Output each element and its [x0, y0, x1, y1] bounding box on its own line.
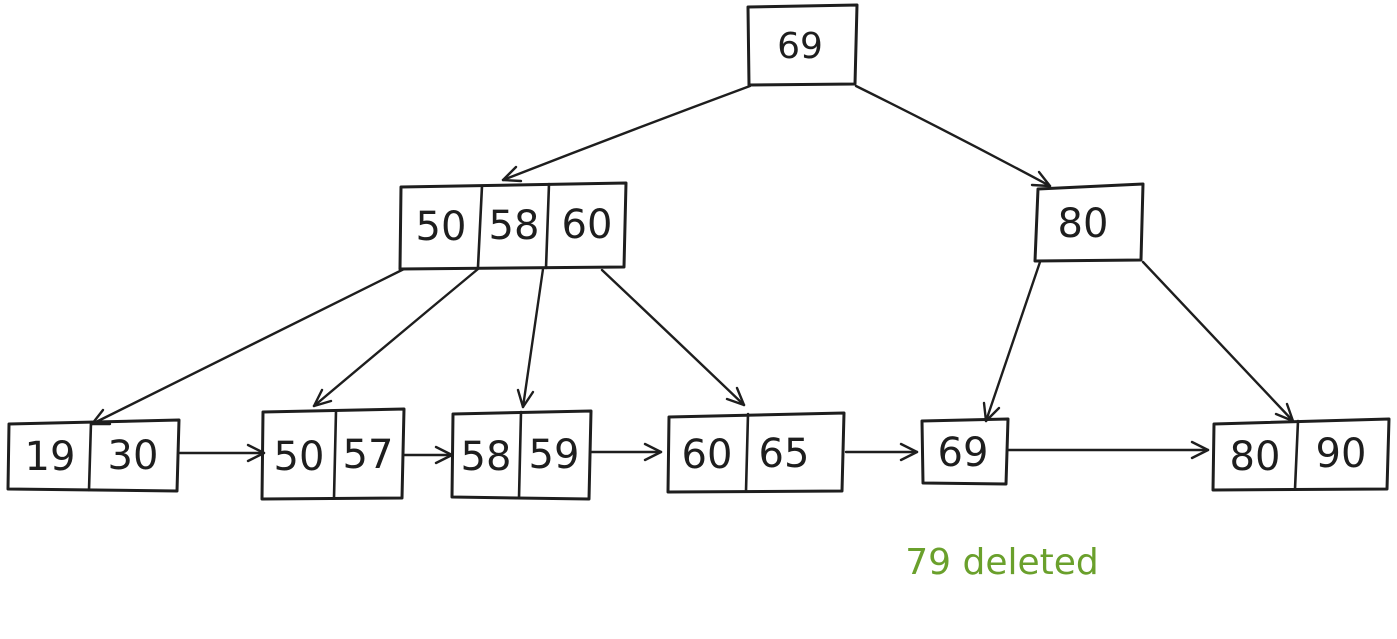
- root-key: 69: [777, 26, 823, 67]
- leaf-node-6: 80 90: [1211, 417, 1391, 492]
- root-node: 69: [746, 3, 859, 87]
- internal-left-key-3: 60: [562, 202, 613, 248]
- leaf-1-key-1: 19: [25, 434, 76, 480]
- leaf-1-key-2: 30: [108, 433, 159, 479]
- leaf-3-key-2: 59: [529, 432, 580, 478]
- leaf-6-key-2: 90: [1316, 431, 1367, 477]
- leaf-link-arrow-4: [844, 442, 919, 462]
- edge-internal-left-to-leaf-1: [90, 267, 406, 426]
- internal-node-left: 50 58 60: [398, 181, 628, 271]
- leaf-node-1: 19 30: [6, 418, 181, 493]
- internal-right-key-1: 80: [1058, 201, 1109, 247]
- leaf-4-key-2: 65: [759, 431, 810, 477]
- leaf-5-key-1: 69: [938, 430, 989, 476]
- edge-internal-left-to-leaf-3: [516, 267, 545, 409]
- internal-left-key-1: 50: [416, 204, 467, 250]
- leaf-node-4: 60 65: [666, 411, 846, 494]
- leaf-3-key-1: 58: [461, 434, 512, 480]
- edge-root-to-internal-left: [501, 84, 752, 183]
- leaf-node-3: 58 59: [450, 409, 593, 501]
- leaf-link-arrow-2: [402, 445, 454, 465]
- leaf-node-5: 69: [920, 417, 1010, 486]
- edge-internal-left-to-leaf-4: [600, 268, 746, 407]
- internal-node-right: 80: [1033, 182, 1145, 263]
- leaf-6-key-1: 80: [1230, 434, 1281, 480]
- leaf-link-arrow-5: [1006, 440, 1210, 460]
- edge-root-to-internal-right: [854, 84, 1052, 188]
- leaf-2-key-2: 57: [343, 432, 394, 478]
- leaf-link-arrow-1: [178, 443, 266, 463]
- leaf-2-key-1: 50: [274, 434, 325, 480]
- annotation-79-deleted: 79 deleted: [905, 542, 1099, 583]
- leaf-node-2: 50 57: [260, 407, 406, 501]
- leaf-link-arrow-3: [589, 442, 663, 462]
- edge-internal-left-to-leaf-2: [312, 267, 480, 408]
- edge-internal-right-to-leaf-6: [1141, 260, 1295, 423]
- leaf-4-key-1: 60: [682, 432, 733, 478]
- internal-left-key-2: 58: [489, 203, 540, 249]
- edge-internal-right-to-leaf-5: [982, 260, 1042, 423]
